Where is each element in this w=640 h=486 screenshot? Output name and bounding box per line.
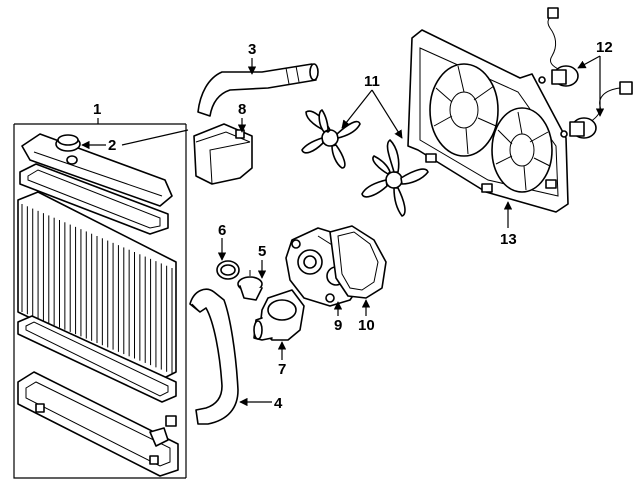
coolant-reservoir [193, 123, 253, 185]
radiator-assembly [13, 123, 187, 479]
callout-1: 1 [93, 101, 101, 118]
callout-7: 7 [278, 361, 286, 378]
fan-motor-upper [538, 7, 579, 87]
callout-11: 11 [364, 73, 380, 90]
lower-radiator-hose [189, 288, 239, 425]
callout-4: 4 [274, 395, 283, 412]
water-inlet-housing [253, 289, 305, 341]
fan-blade-left [301, 109, 361, 169]
radiator-cap [55, 134, 81, 165]
callout-labels: 1 2 3 4 5 6 7 8 9 10 11 12 13 [93, 39, 613, 412]
leader-lines [81, 55, 605, 407]
callout-3: 3 [248, 41, 256, 58]
callout-9: 9 [334, 317, 342, 334]
thermostat [237, 270, 263, 301]
fan-blade-right [361, 139, 429, 217]
callout-12: 12 [596, 39, 613, 56]
callout-13: 13 [500, 231, 517, 248]
thermostat-gasket [216, 260, 240, 280]
callout-10: 10 [358, 317, 375, 334]
callout-5: 5 [258, 243, 266, 260]
fan-motor-lower [560, 81, 633, 139]
water-pump-gasket [329, 225, 387, 299]
callout-8: 8 [238, 101, 246, 118]
radiator-core-fins [21, 204, 173, 374]
callout-6: 6 [218, 222, 226, 239]
fan-shroud [407, 29, 569, 213]
upper-radiator-hose [197, 63, 319, 117]
callout-2: 2 [108, 137, 116, 154]
